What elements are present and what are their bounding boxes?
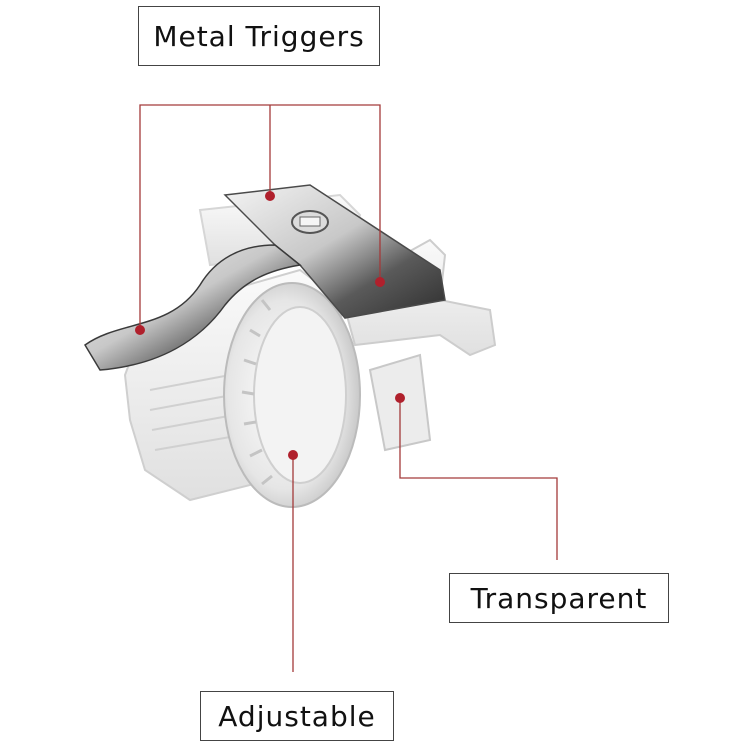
label-transparent: Transparent [449, 573, 669, 623]
marker-dot-right [375, 277, 385, 287]
marker-dot-lever [135, 325, 145, 335]
label-adjustable: Adjustable [200, 691, 394, 741]
marker-dots [135, 191, 405, 460]
adjustable-wheel [223, 282, 361, 508]
marker-dot-wheel [288, 450, 298, 460]
marker-dot-peg [395, 393, 405, 403]
leader-lines [139, 104, 558, 672]
metal-trigger [84, 184, 446, 371]
label-metal-triggers: Metal Triggers [138, 6, 380, 66]
marker-dot-top [265, 191, 275, 201]
